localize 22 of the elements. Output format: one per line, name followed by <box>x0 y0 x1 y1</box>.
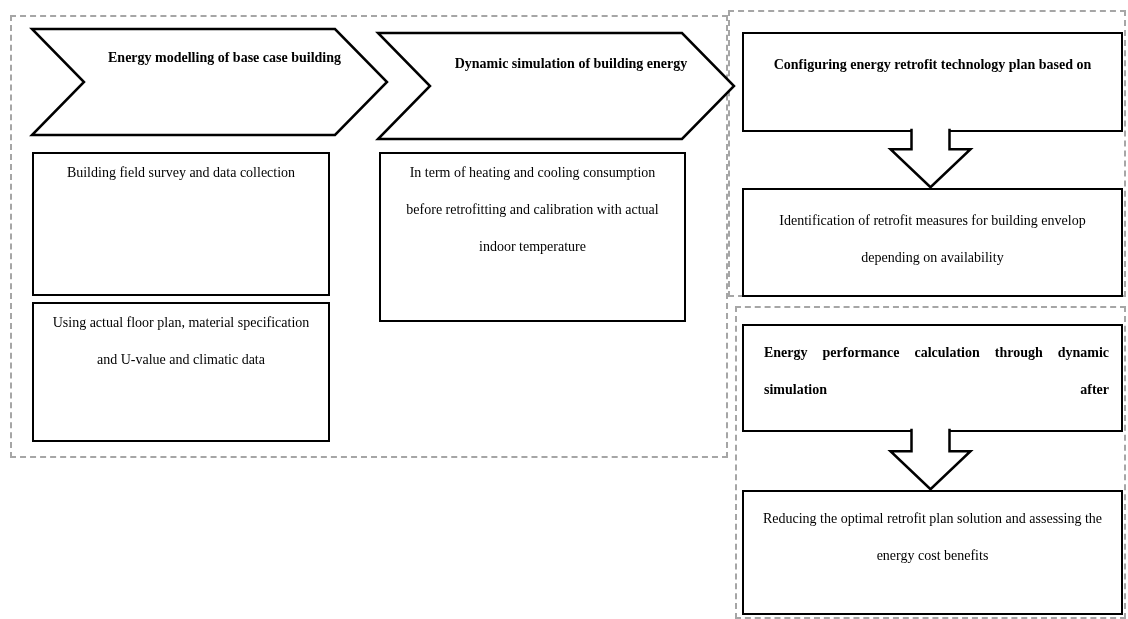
step-description: Identification of retrofit measures for building envelop depending on availability <box>778 212 1087 267</box>
process-box <box>742 188 1123 297</box>
step-description: Reducing the optimal retrofit plan solution and assessing the energy cost benefits <box>761 510 1104 565</box>
process-box <box>742 324 1123 432</box>
dashed-group-frame <box>735 306 1126 619</box>
step-heading: Dynamic simulation of building energy <box>453 55 689 73</box>
process-box <box>379 152 686 322</box>
process-box <box>742 490 1123 615</box>
step-heading: Energy performance calculation through dynamic simulation after <box>763 344 1110 399</box>
process-box <box>32 152 330 296</box>
dashed-group-frame <box>728 10 1126 297</box>
process-box <box>742 32 1123 132</box>
chevron-step <box>378 33 734 139</box>
step-description: In term of heating and cooling consumption before retrofitting and calibration with actual indoor temperature <box>405 164 660 256</box>
chevron-step <box>32 29 387 135</box>
process-box <box>32 302 330 442</box>
step-description: Building field survey and data collection <box>65 164 297 182</box>
step-heading: Energy modelling of base case building <box>107 49 342 67</box>
block-arrow <box>887 127 974 189</box>
step-heading: Configuring energy retrofit technology plan based on <box>772 56 1093 74</box>
step-description: Using actual floor plan, material specification and U-value and climatic data <box>51 314 311 369</box>
block-arrow <box>887 427 974 491</box>
